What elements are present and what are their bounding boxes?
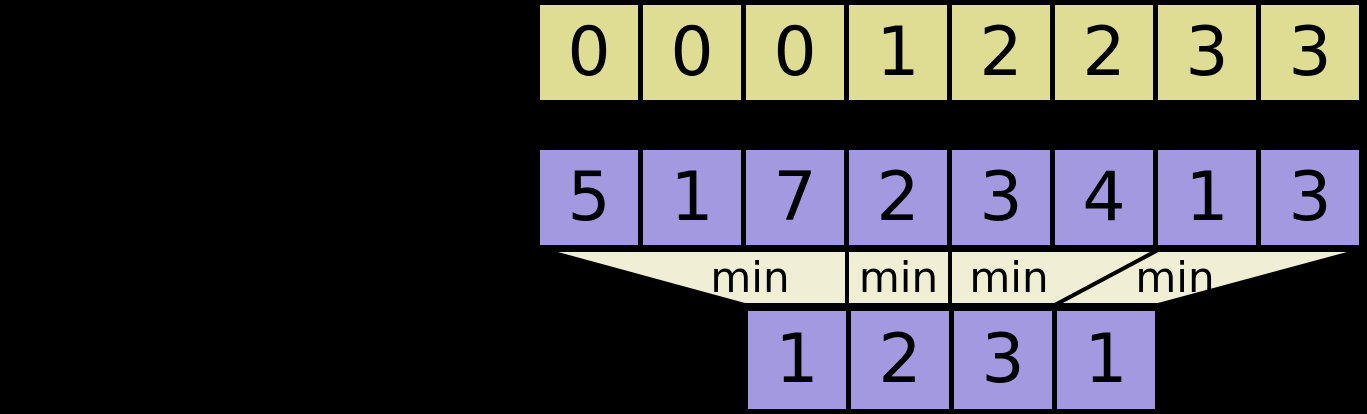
index-cell: 0 [537,2,641,103]
index-cell: 2 [1052,2,1156,103]
index-cell: 1 [846,2,950,103]
input-cell: 7 [743,147,847,248]
output-cell: 1 [1054,308,1158,412]
min-label: min [1135,253,1215,302]
min-label: min [858,253,939,302]
index-cell: 0 [640,2,744,103]
output-cell: 3 [951,308,1055,412]
index-cell: 0 [743,2,847,103]
output-cell: 1 [745,308,849,412]
min-label: min [969,253,1049,302]
input-cell: 5 [537,147,641,248]
output-cell: 2 [848,308,952,412]
input-cell: 1 [1155,147,1259,248]
index-cell: 3 [1155,2,1259,103]
input-cell: 4 [1052,147,1156,248]
input-cell: 2 [846,147,950,248]
input-cell: 3 [949,147,1053,248]
input-cell: 3 [1258,147,1362,248]
index-cell: 3 [1258,2,1362,103]
min-label: min [710,253,790,302]
input-cell: 1 [640,147,744,248]
index-cell: 2 [949,2,1053,103]
